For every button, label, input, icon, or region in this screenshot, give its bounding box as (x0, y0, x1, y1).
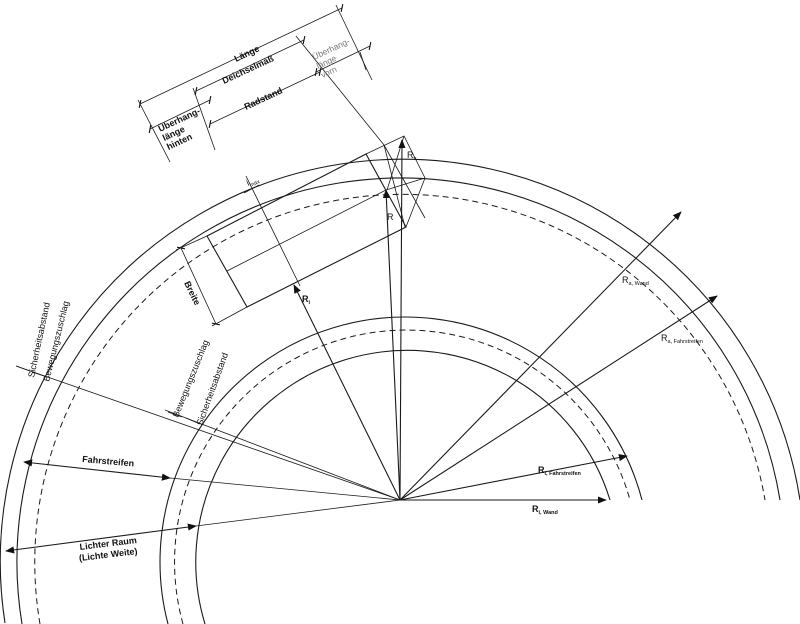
ext-width-a (175, 235, 208, 251)
front-axle-line (383, 144, 426, 219)
label-r-front: Rv (407, 150, 417, 162)
radius-ra-lane (399, 295, 718, 501)
outer-safety-arc (16, 177, 781, 624)
line-to-safety-marks (15, 365, 401, 501)
dim-lane-ext (169, 477, 401, 501)
label-clear-space: Lichter Raum (Lichte Weite) (77, 535, 141, 563)
vehicle-centerline (226, 189, 387, 272)
label-lane: Fahrstreifen (82, 454, 135, 468)
wheel-diag-3 (385, 177, 426, 191)
dim-wheelbase (208, 67, 322, 129)
label-ra-wall: Ra, Wand (622, 275, 649, 287)
label-overhang-rear: Überhang- länge hinten (157, 105, 213, 152)
ext-line-front-overhang (359, 51, 367, 71)
radius-r-rear (382, 189, 401, 501)
outer-movement-arc (34, 193, 766, 624)
dim-width (176, 246, 221, 326)
radius-ri-lane (399, 454, 628, 501)
tick-outer-movement (31, 371, 45, 377)
ext-line-axle (295, 35, 385, 146)
dim-clear-space (5, 523, 197, 554)
dim-clear-space-ext (195, 499, 401, 527)
tick-inner-movement (167, 411, 183, 418)
tick-outer-safety (15, 365, 31, 372)
outer-wall-arc (0, 158, 800, 624)
radius-r-front (398, 139, 406, 501)
radius-ri (293, 284, 401, 501)
label-width: Breite (182, 279, 202, 306)
inner-wall-arc (195, 349, 611, 624)
label-imax: imax (245, 173, 262, 189)
label-ri: Ri (302, 294, 311, 306)
front-overhang-line (365, 135, 426, 228)
radius-ra-wall (399, 211, 682, 501)
inner-movement-arc (174, 329, 631, 624)
dim-overhang-front (314, 41, 372, 77)
label-ri-lane: Ri, Fahrstreifen (538, 465, 582, 477)
dim-imax (245, 175, 301, 287)
dim-overhang-rear (148, 95, 212, 134)
ext-width-b (211, 306, 248, 327)
dim-lane (23, 459, 171, 481)
label-ri-wall: Ri, Wand (532, 504, 558, 516)
inner-lane-arc (159, 316, 643, 624)
label-r-rear: R (387, 212, 394, 222)
ext-line-hitch (192, 87, 216, 151)
tick-inner-safety (185, 417, 201, 425)
label-ra-lane: Ra, Fahrstreifen (661, 333, 703, 345)
dim-imax-tick (243, 184, 260, 194)
line-inner-ticks (164, 409, 401, 501)
label-wheelbase: Radstand (243, 85, 284, 111)
